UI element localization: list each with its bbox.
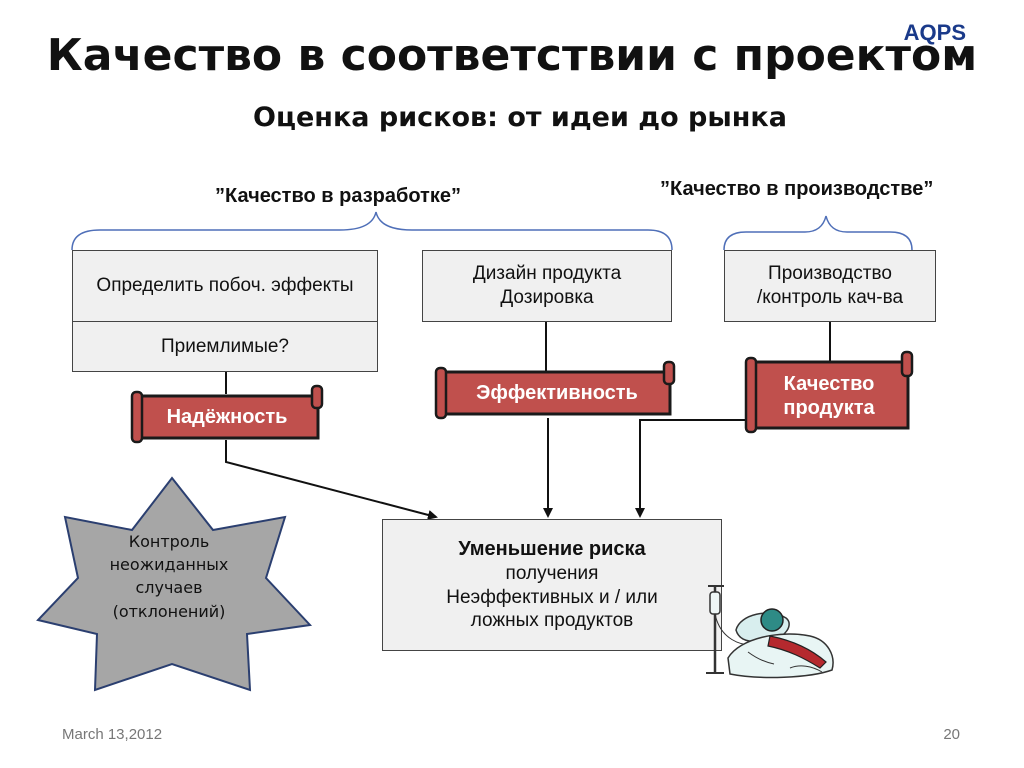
patient-illustration xyxy=(706,585,834,679)
quality-label-line1: Качество xyxy=(783,373,875,395)
risk-line2: получения xyxy=(505,562,599,584)
production-label-line2: /контроль кач-ва xyxy=(756,287,904,308)
logo: AQPS xyxy=(903,20,966,45)
star-text: Контроль неожиданных случаев (отклонений… xyxy=(74,530,264,623)
brace-production xyxy=(723,215,913,251)
quality-scroll-shape xyxy=(744,350,914,434)
side-effects-label: Определить побоч. эффекты xyxy=(96,275,354,297)
risk-reduction-box: Уменьшение риска получения Неэффективных… xyxy=(382,519,722,651)
star-line3: случаев xyxy=(135,578,203,598)
quality-label-line2: продукта xyxy=(783,397,875,419)
reliability-label: Надёжность xyxy=(166,406,288,428)
design-label-line2: Дозировка xyxy=(500,287,594,308)
risk-line4: ложных продуктов xyxy=(470,610,634,632)
reliability-scroll-shape xyxy=(130,384,324,444)
efficacy-scroll-shape xyxy=(434,360,676,420)
page-title: Качество в соответствии с проектом xyxy=(46,30,978,81)
production-label-line1: Производство xyxy=(768,263,892,285)
risk-line3: Неэффективных и / или xyxy=(446,586,658,608)
page-subtitle: Оценка рисков: от идеи до рынка xyxy=(253,102,787,133)
group-label-development: ”Качество в разработке” xyxy=(215,185,461,207)
efficacy-label: Эффективность xyxy=(476,382,638,404)
star-shape xyxy=(36,476,313,692)
footer-date: March 13,2012 xyxy=(62,726,163,743)
brace-development xyxy=(71,211,673,251)
production-box: Производство /контроль кач-ва xyxy=(724,250,936,322)
acceptable-label: Приемлимые? xyxy=(160,335,290,357)
quality-label: Качество продукта xyxy=(758,364,900,428)
star-line2: неожиданных xyxy=(109,555,229,575)
acceptable-box: Приемлимые? xyxy=(72,321,378,372)
star-line4: (отклонений) xyxy=(112,601,226,621)
risk-title: Уменьшение риска xyxy=(458,537,646,560)
side-effects-box: Определить побоч. эффекты xyxy=(72,250,378,322)
group-label-production: ”Качество в производстве” xyxy=(660,178,934,200)
star-line1: Контроль xyxy=(128,532,210,551)
design-label-line1: Дизайн продукта xyxy=(472,263,622,285)
design-box: Дизайн продукта Дозировка xyxy=(422,250,672,322)
page-number: 20 xyxy=(943,726,960,743)
